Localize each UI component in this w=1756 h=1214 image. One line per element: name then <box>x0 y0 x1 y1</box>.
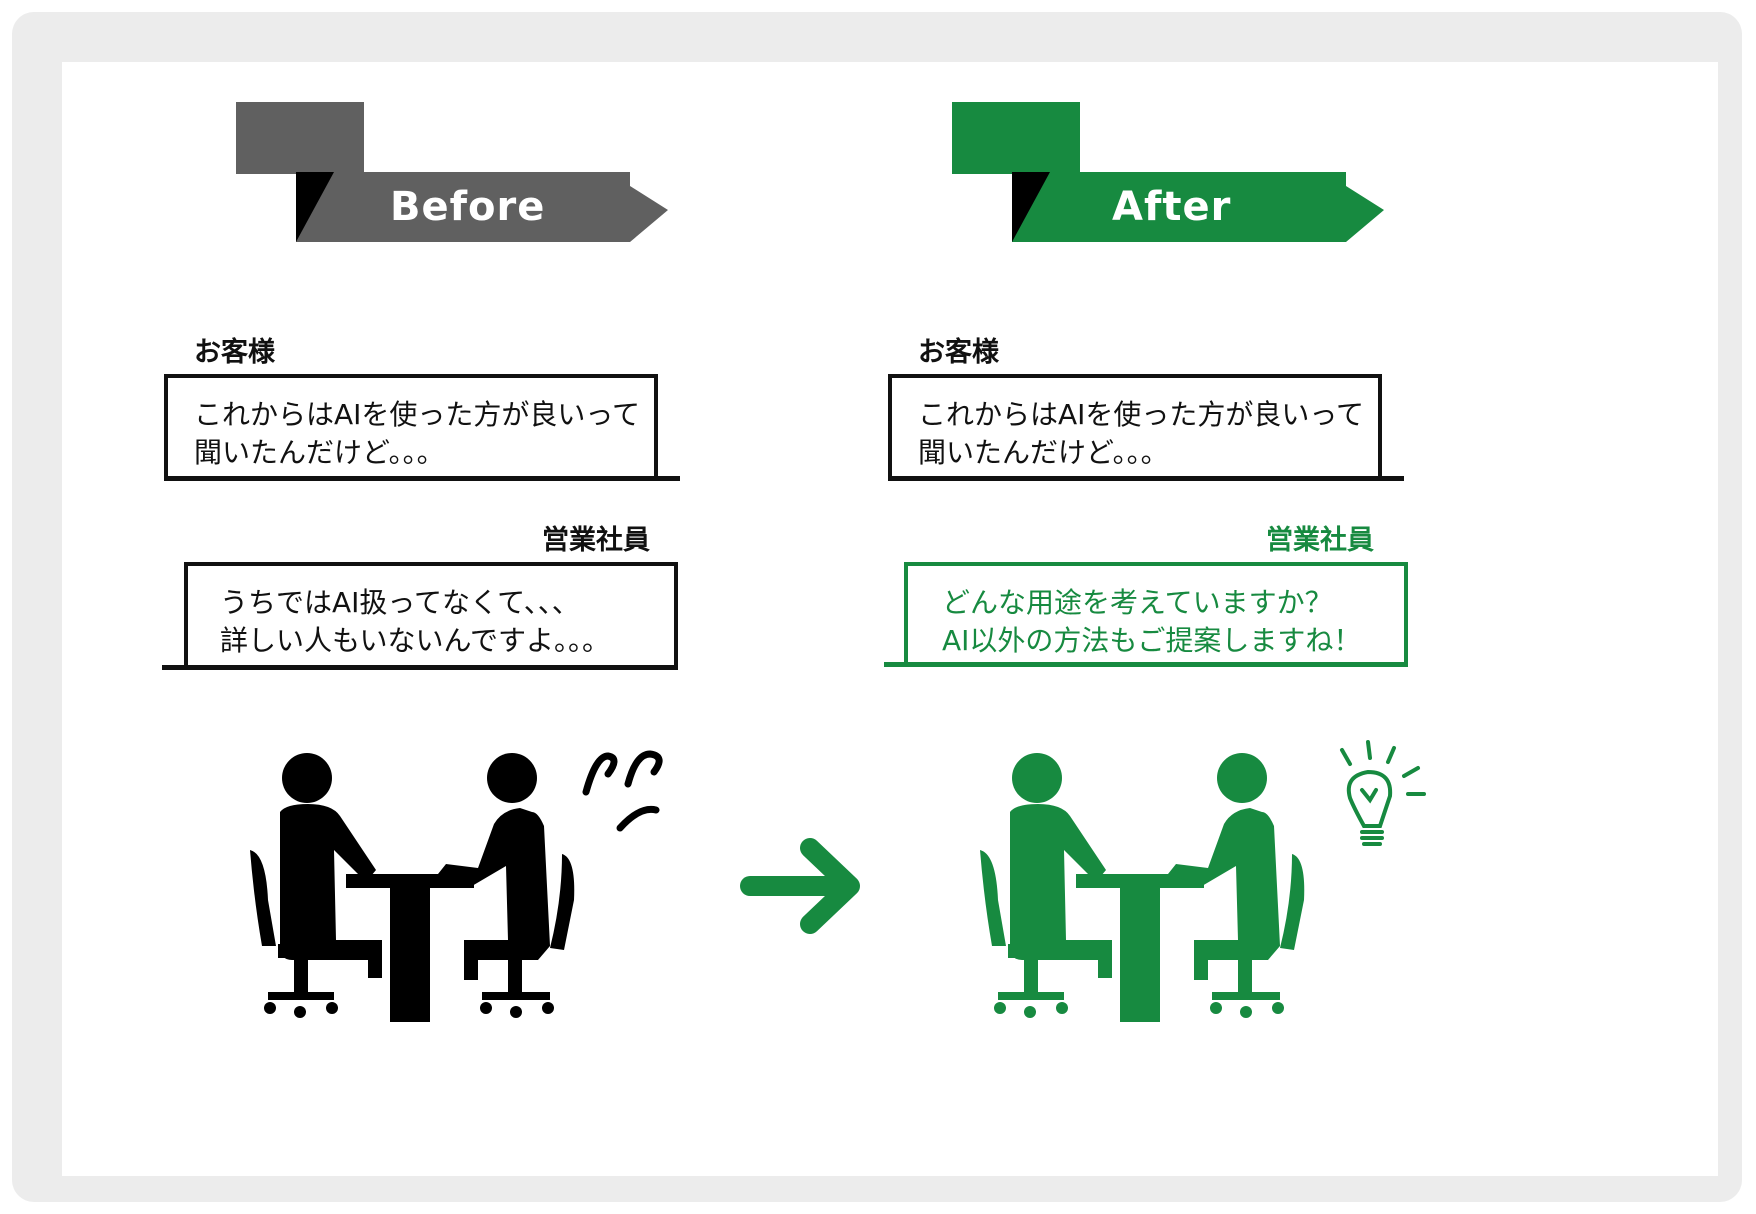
after-staff-line-2: AI以外の方法もご提案しますね！ <box>942 624 1362 657</box>
before-customer-line-2: 聞いたんだけど。。。 <box>194 436 445 469</box>
before-customer-speaker: お客様 <box>194 337 275 368</box>
before-customer-underline <box>164 476 680 481</box>
after-staff-underline <box>884 662 1408 667</box>
after-badge-label: After <box>1112 184 1232 230</box>
before-staff-line-2: 詳しい人もいないんですよ。。。 <box>220 624 611 657</box>
after-customer-line-1: これからはAIを使った方が良いって <box>918 398 1365 431</box>
meeting-people-icon <box>250 753 575 1022</box>
after-staff-line-1: どんな用途を考えていますか？ <box>942 586 1333 619</box>
lightbulb-icon <box>1340 740 1426 846</box>
before-staff-underline <box>162 665 678 670</box>
right-arrow-icon <box>740 838 860 934</box>
meeting-people-icon-green <box>980 753 1305 1022</box>
comparison-canvas: Before After お客様 これからはAIを使った方が良いって 聞いたんだ… <box>62 62 1718 1176</box>
before-staff-line-1: うちではAI扱ってなくて、、、 <box>220 586 580 619</box>
after-customer-underline <box>888 476 1404 481</box>
after-staff-speaker: 営業社員 <box>1266 525 1374 556</box>
after-customer-line-2: 聞いたんだけど。。。 <box>918 436 1169 469</box>
before-staff-speaker: 営業社員 <box>542 525 650 556</box>
after-badge: After <box>952 100 1400 248</box>
before-badge: Before <box>236 100 684 248</box>
before-staff-bubble: うちではAI扱ってなくて、、、 詳しい人もいないんですよ。。。 <box>184 562 678 668</box>
sweat-drops-icon <box>582 750 663 832</box>
before-badge-label: Before <box>390 184 546 230</box>
after-customer-speaker: お客様 <box>918 337 999 368</box>
before-customer-line-1: これからはAIを使った方が良いって <box>194 398 641 431</box>
outer-frame: Before After お客様 これからはAIを使った方が良いって 聞いたんだ… <box>12 12 1742 1202</box>
after-staff-bubble: どんな用途を考えていますか？ AI以外の方法もご提案しますね！ <box>904 562 1408 666</box>
before-customer-bubble: これからはAIを使った方が良いって 聞いたんだけど。。。 <box>164 374 658 478</box>
after-customer-bubble: これからはAIを使った方が良いって 聞いたんだけど。。。 <box>888 374 1382 478</box>
